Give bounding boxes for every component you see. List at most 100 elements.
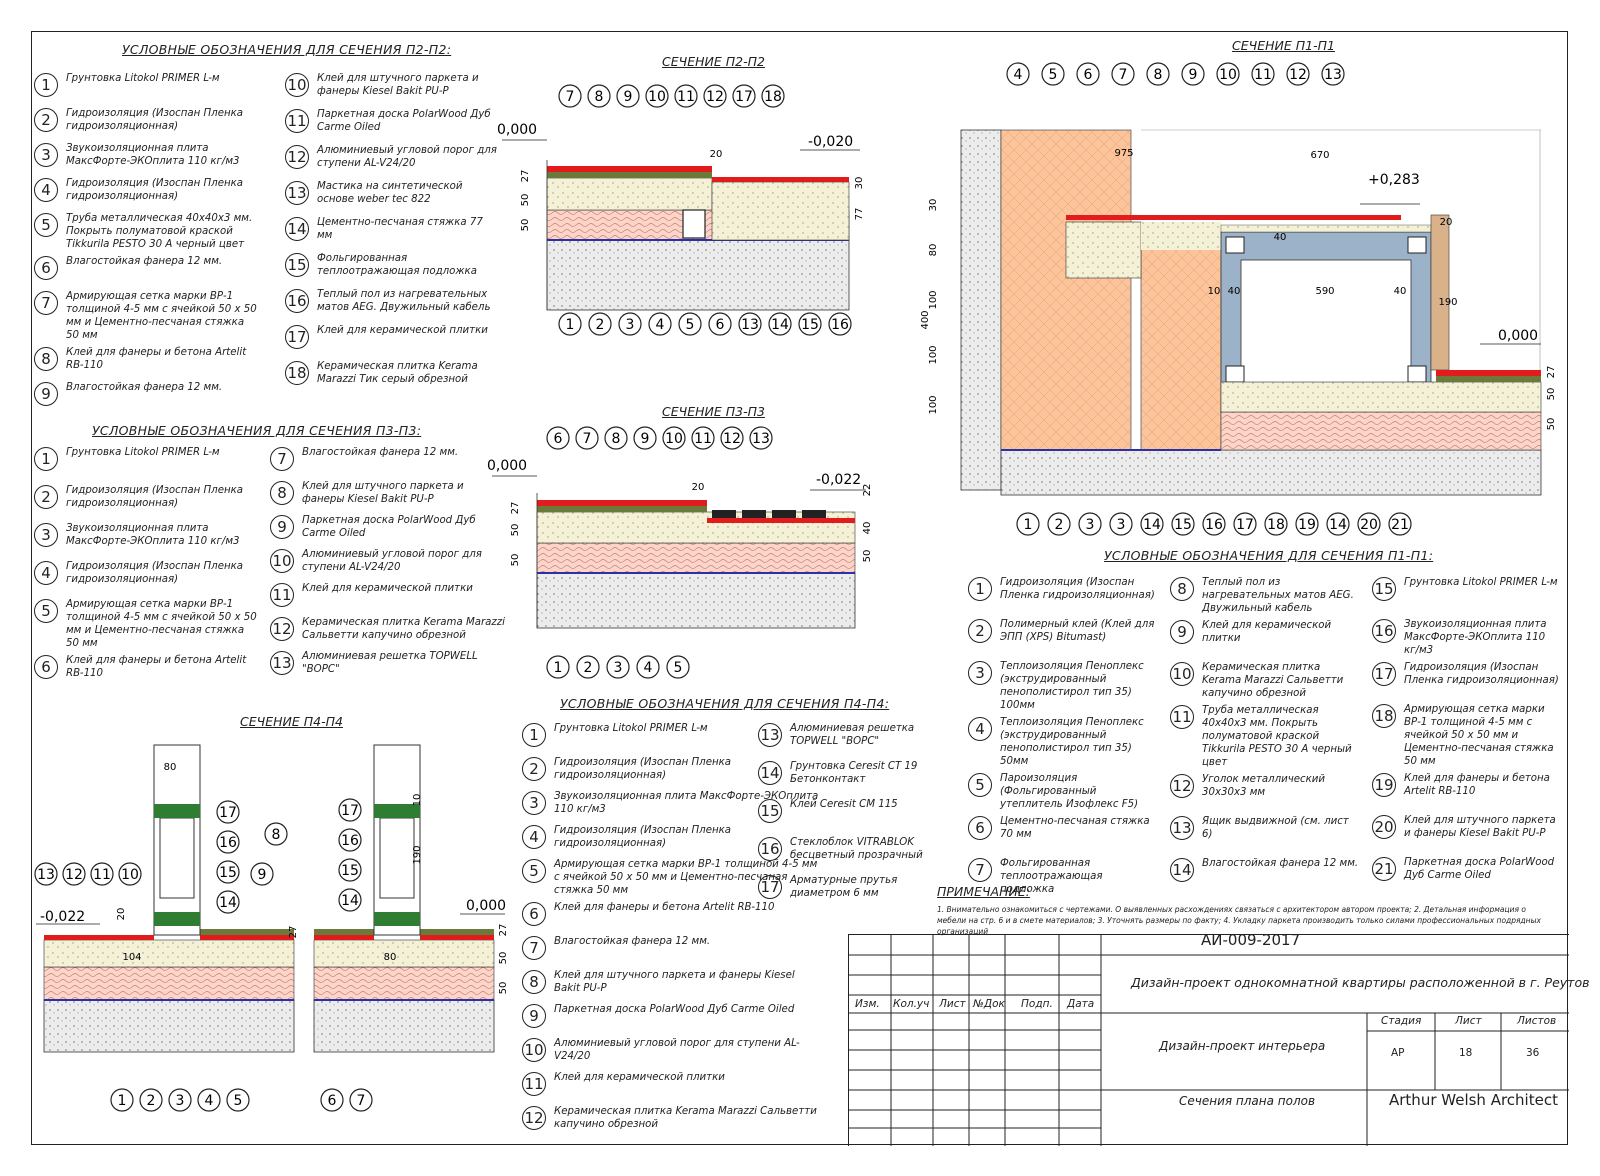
- callout-circle: [1251, 62, 1275, 86]
- callout-label: 18: [764, 89, 782, 105]
- callout-circle: [618, 312, 642, 336]
- legend-item-text: Клей для фанеры и бетона Artelit RB-110: [1404, 773, 1550, 797]
- callout-label: 1: [1024, 517, 1033, 533]
- legend-item-text: Керамическая плитка Kerama Marazzi Сальв…: [302, 617, 505, 641]
- callout-label: 6: [328, 1093, 337, 1109]
- callout-circle: [250, 862, 274, 886]
- legend-item-number: 6: [34, 655, 58, 679]
- dimension-label: 100: [928, 395, 939, 414]
- legend-item-text: Клей Ceresit CM 115: [790, 799, 898, 810]
- dimension-label: 20: [1440, 217, 1453, 228]
- callout-8: 8: [1146, 62, 1170, 86]
- callout-circle: [90, 862, 114, 886]
- legend-item-text: Гидроизоляция (Изоспан Пленка гидроизоля…: [554, 825, 732, 849]
- callout-label: 10: [1219, 67, 1237, 83]
- callout-circle: [732, 84, 756, 108]
- legend-item-number: 8: [1170, 577, 1194, 601]
- callout-label: 5: [1049, 67, 1058, 83]
- callout-circle: [1140, 512, 1164, 536]
- legend-item-number: 11: [285, 109, 309, 133]
- callout-circle: [616, 84, 640, 108]
- callout-label: 4: [1014, 67, 1023, 83]
- legend-item-number: 17: [1372, 662, 1396, 686]
- callout-16: 16: [828, 312, 852, 336]
- callout-5: 5: [678, 312, 702, 336]
- callout-label: 4: [205, 1093, 214, 1109]
- legend-item-number: 16: [1372, 619, 1396, 643]
- callout-15: 15: [216, 860, 240, 884]
- callout-label: 5: [234, 1093, 243, 1109]
- callout-label: 9: [624, 89, 633, 105]
- callout-3: 3: [1109, 512, 1133, 536]
- legend-item-text: Арматурные прутья диаметром 6 мм: [790, 875, 898, 899]
- callout-label: 6: [716, 317, 725, 333]
- callout-circle: [1326, 512, 1350, 536]
- section-p3-level-right: -0,022: [816, 472, 861, 488]
- callout-circle: [1076, 62, 1100, 86]
- callout-15: 15: [338, 858, 362, 882]
- legend-item-number: 12: [285, 145, 309, 169]
- legend-item-text: Пароизоляция (Фольгированный утеплитель …: [1000, 773, 1139, 810]
- dimension-label: 80: [928, 244, 939, 257]
- legend-item-number: 13: [285, 181, 309, 205]
- section-p2-level-left: 0,000: [497, 122, 537, 138]
- dimension-label: 40: [862, 522, 873, 535]
- callout-16: 16: [216, 830, 240, 854]
- callout-11: 11: [691, 426, 715, 450]
- legend-item-text: Теплоизоляция Пеноплекс (экструдированны…: [1000, 717, 1144, 767]
- title-block-code: АИ-009-2017: [1201, 931, 1301, 949]
- section-p4-level-left: -0,022: [40, 909, 85, 925]
- callout-circle: [1233, 512, 1257, 536]
- callout-label: 7: [566, 89, 575, 105]
- legend-item-number: 19: [1372, 773, 1396, 797]
- callout-4: 4: [1006, 62, 1030, 86]
- dimension-label: 590: [1315, 286, 1334, 297]
- legend-item-number: 17: [758, 875, 782, 899]
- dimension-label: 50: [1546, 418, 1557, 431]
- section-p2-level-right: -0,020: [808, 134, 853, 150]
- callout-16: 16: [1202, 512, 1226, 536]
- section-p4-title: СЕЧЕНИЕ П4-П4: [240, 714, 343, 729]
- dimension-label: 100: [928, 345, 939, 364]
- callout-circle: [587, 84, 611, 108]
- legend-item-text: Труба металлическая 40х40х3 мм. Покрыть …: [66, 213, 253, 250]
- callout-label: 2: [1055, 517, 1064, 533]
- callout-label: 13: [37, 867, 55, 883]
- callout-label: 10: [121, 867, 139, 883]
- callout-circle: [1357, 512, 1381, 536]
- callout-13: 13: [749, 426, 773, 450]
- legend-item-text: Гидроизоляция (Изоспан Пленка гидроизоля…: [1404, 662, 1559, 686]
- dimension-label: 975: [1114, 148, 1133, 159]
- legend-item-number: 20: [1372, 815, 1396, 839]
- section-p4-level-right: 0,000: [466, 898, 506, 914]
- callout-circle: [674, 84, 698, 108]
- legend-item-text: Клей для штучного паркета и фанеры Kiese…: [554, 970, 795, 994]
- callout-circle: [110, 1088, 134, 1112]
- legend-item-number: 2: [34, 485, 58, 509]
- legend-item: 17 Арматурные прутья диаметром 6 мм: [758, 874, 928, 908]
- callout-circle: [1109, 512, 1133, 536]
- callout-4: 4: [636, 655, 660, 679]
- dimension-label: 10: [1208, 286, 1221, 297]
- callout-7: 7: [575, 426, 599, 450]
- callout-label: 17: [219, 805, 237, 821]
- dimension-label: 27: [498, 924, 509, 937]
- callout-circle: [1047, 512, 1071, 536]
- callout-circle: [1286, 62, 1310, 86]
